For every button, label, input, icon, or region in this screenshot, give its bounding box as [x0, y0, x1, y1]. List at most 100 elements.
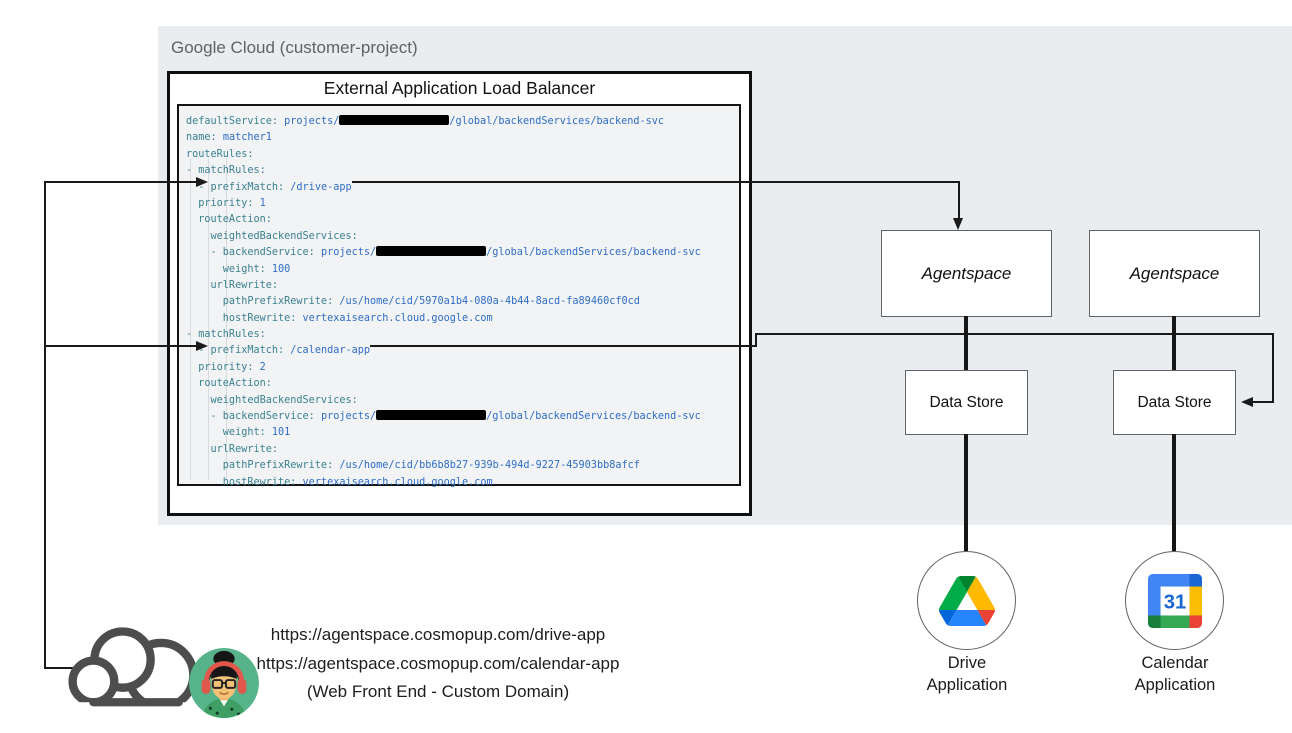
agentspace-label: Agentspace	[921, 263, 1012, 283]
calendar-route-line-h2	[755, 333, 1274, 335]
code-line: routeAction:	[186, 212, 739, 228]
code-line: routeAction:	[186, 376, 739, 392]
drive-app-label: Drive Application	[926, 654, 1008, 694]
yaml-key: - matchRules:	[186, 329, 266, 341]
yaml-value: /global/backendServices/backend-svc	[486, 247, 701, 259]
code-line: weightedBackendServices:	[186, 393, 739, 409]
agentspace-node-2: Agentspace	[1089, 230, 1260, 317]
redacted-project-id	[376, 410, 487, 421]
agentspace1-datastore1-link	[964, 316, 968, 371]
drive-route-line-h	[352, 181, 959, 183]
calendar-rule-inbound-line	[44, 345, 196, 347]
datastore1-drive-link	[964, 434, 968, 552]
code-line: hostRewrite: vertexaisearch.cloud.google…	[186, 475, 739, 491]
yaml-value: /calendar-app	[290, 345, 371, 357]
code-line: defaultService: projects/ /global/backend…	[186, 114, 739, 130]
agentspace-node-1: Agentspace	[881, 230, 1052, 317]
yaml-value: /drive-app	[290, 181, 352, 193]
code-line: priority: 1	[186, 196, 739, 212]
redacted-project-id	[376, 246, 487, 257]
google-calendar-icon: 31	[1147, 573, 1202, 628]
frontend-url-block: https://agentspace.cosmopup.com/drive-ap…	[248, 621, 628, 707]
code-line: - backendService: projects//global/backe…	[186, 245, 739, 261]
code-line: pathPrefixRewrite: /us/home/cid/bb6b8b27…	[186, 458, 739, 474]
yaml-key: routeAction:	[186, 378, 272, 390]
calendar-route-line-h1	[370, 345, 756, 347]
code-line: weight: 101	[186, 425, 739, 441]
yaml-value: projects/	[320, 411, 377, 423]
code-line: - matchRules:	[186, 163, 739, 179]
yaml-value: projects/	[284, 116, 340, 127]
datastore-node-2: Data Store	[1113, 370, 1236, 435]
calendar-app-label: Calendar Application	[1134, 654, 1216, 694]
yaml-value: matcher1	[222, 132, 272, 144]
redacted-project-id	[339, 115, 450, 125]
user-route-vertical-line	[44, 181, 46, 669]
yaml-value: vertexaisearch.cloud.google.com	[302, 312, 493, 324]
calendar-day-number: 31	[1163, 591, 1186, 613]
user-cloud-line	[44, 667, 80, 669]
load-balancer-title: External Application Load Balancer	[323, 78, 596, 98]
datastore2-arrowhead-icon	[1241, 397, 1253, 407]
url-map-config-block: defaultService: projects/ /global/backend…	[177, 104, 741, 488]
code-line: weightedBackendServices:	[186, 229, 739, 245]
datastore-node-1: Data Store	[905, 370, 1028, 435]
code-line: hostRewrite: vertexaisearch.cloud.google…	[186, 311, 739, 327]
datastore2-calendar-link	[1172, 434, 1176, 552]
yaml-value: /us/home/cid/bb6b8b27-939b-494d-9227-459…	[339, 460, 640, 472]
yaml-value: 2	[259, 361, 266, 373]
yaml-key: - backendService:	[186, 411, 321, 423]
yaml-key: urlRewrite:	[186, 443, 279, 455]
yaml-key: - matchRules:	[186, 165, 266, 177]
drive-app-circle	[917, 551, 1016, 650]
code-line: - backendService: projects/ /global/backe…	[186, 409, 739, 425]
yaml-key: routeRules:	[186, 148, 254, 160]
calendar-route-line-h3	[1252, 401, 1274, 403]
yaml-key: hostRewrite:	[186, 312, 303, 324]
agentspace2-datastore2-link	[1172, 316, 1176, 371]
yaml-value: 100	[271, 263, 291, 275]
drive-rule-inbound-line	[44, 181, 196, 183]
code-line: urlRewrite:	[186, 442, 739, 458]
google-drive-icon	[938, 575, 995, 626]
yaml-value: vertexaisearch.cloud.google.com	[302, 476, 493, 488]
yaml-key: weightedBackendServices:	[186, 230, 358, 242]
yaml-key: pathPrefixRewrite:	[186, 296, 340, 308]
code-line: - matchRules:	[186, 327, 739, 343]
yaml-key: weight:	[186, 263, 272, 275]
yaml-key: routeAction:	[186, 214, 272, 226]
frontend-url-drive: https://agentspace.cosmopup.com/drive-ap…	[270, 625, 606, 644]
datastore-label: Data Store	[1137, 393, 1212, 411]
code-line: weight: 100	[186, 262, 739, 278]
agentspace1-arrowhead-icon	[953, 218, 963, 230]
datastore-label: Data Store	[929, 393, 1004, 411]
yaml-value: /global/backendServices/backend-svc	[486, 411, 701, 423]
drive-route-line-v	[958, 181, 960, 219]
yaml-key: priority:	[186, 197, 260, 209]
yaml-key: urlRewrite:	[186, 279, 279, 291]
yaml-key: - backendService:	[186, 247, 321, 259]
yaml-key: - prefixMatch:	[186, 181, 291, 193]
yaml-key: pathPrefixRewrite:	[186, 460, 340, 472]
user-avatar-icon	[189, 648, 259, 718]
code-line: priority: 2	[186, 360, 739, 376]
cloud-icon	[67, 627, 199, 722]
yaml-value: /us/home/cid/5970a1b4-080a-4b44-8acd-fa8…	[339, 296, 640, 308]
indent-guide	[208, 158, 209, 480]
code-line: - prefixMatch: /drive-app	[186, 180, 739, 196]
drive-rule-arrowhead-icon	[196, 177, 208, 187]
url-map-config-code: defaultService: projects/ /global/backend…	[179, 106, 739, 488]
yaml-value: 1	[259, 197, 266, 209]
yaml-key: priority:	[186, 361, 260, 373]
yaml-key: weightedBackendServices:	[186, 394, 358, 406]
frontend-caption: (Web Front End - Custom Domain)	[306, 682, 570, 701]
yaml-key: defaultService:	[186, 116, 285, 127]
calendar-rule-arrowhead-icon	[196, 341, 208, 351]
indent-guide	[190, 158, 191, 480]
indent-guide	[226, 158, 227, 480]
calendar-route-line-v	[1272, 333, 1274, 403]
code-line: pathPrefixRewrite: /us/home/cid/5970a1b4…	[186, 294, 739, 310]
calendar-app-circle: 31	[1125, 551, 1224, 650]
yaml-value: /global/backendServices/backend-svc	[449, 116, 665, 127]
